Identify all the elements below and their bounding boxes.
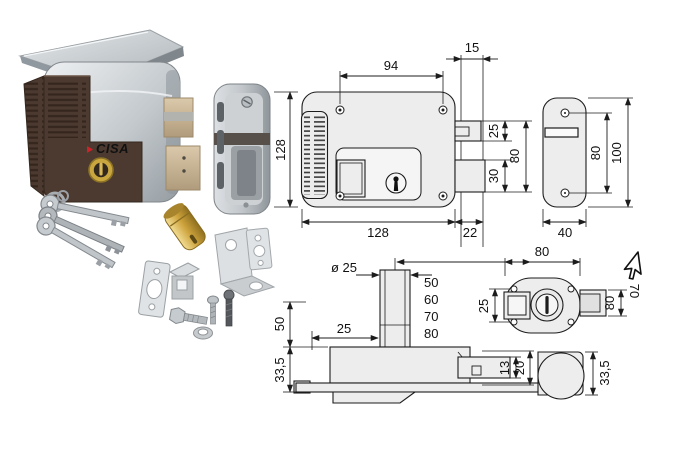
screw-holes [335,105,448,201]
dim-front-latch-span: 80 [507,120,529,193]
strike-box-photo [213,83,271,215]
dim-strike-width: 40 [542,209,587,240]
dim-plate-cam-height: 33,5 [585,351,612,396]
svg-text:50: 50 [424,275,438,290]
svg-text:25: 25 [476,299,491,313]
cross-section-drawing: ø 25 50 60 70 80 25 50 33,5 [272,258,544,404]
svg-text:128: 128 [273,139,288,161]
brand-logo-mark [87,146,93,153]
dim-front-deadbolt-height: 30 [486,159,508,193]
dim-strike-hole-spacing: 80 [569,112,612,194]
keys-photo [36,190,130,270]
accessory-screw [207,295,219,325]
brand-logo-text: CISA [96,141,129,156]
svg-text:80: 80 [507,149,522,163]
cam-profile-drawing: 33,5 [537,351,612,400]
latch-bolt-photo [163,97,201,191]
dim-front-gap: 22 [454,219,484,240]
dim-section-cylinder-backset: 25 [311,321,379,350]
svg-text:128: 128 [367,225,389,240]
accessory-small-plate [245,227,273,271]
svg-text:33,5: 33,5 [272,357,287,382]
outside-plate-drawing: 80 25 80 70 33,5 [476,244,642,400]
dim-plate-hole-spacing: 25 [476,288,510,323]
svg-text:33,5: 33,5 [597,360,612,385]
dim-section-lower-depth: 33,5 [272,346,296,393]
dim-plate-depth: 70 [627,284,642,298]
svg-text:30: 30 [486,169,501,183]
keyhole-symbol [385,172,407,194]
svg-text:80: 80 [588,146,603,160]
strike-plate-drawing: 80 100 40 [542,97,633,240]
dim-front-jamb-offset: 15 [446,40,498,62]
accessory-washer [193,326,213,340]
cursor-arrow-icon [623,251,642,280]
svg-text:40: 40 [558,225,572,240]
svg-text:70: 70 [627,284,642,298]
dim-plate-width: 80 [504,244,581,276]
dim-section-bolt-thickness: 13 [497,356,521,379]
svg-text:80: 80 [602,296,617,310]
dim-front-body-height: 128 [273,91,298,208]
dim-strike-height: 100 [588,97,633,208]
brand-logo: CISA [87,141,129,156]
svg-text:15: 15 [465,40,479,55]
svg-text:25: 25 [337,321,351,336]
dim-front-body-width: 128 [301,209,456,240]
svg-text:80: 80 [535,244,549,259]
dim-section-bolt-height: 20 [482,350,534,386]
accessory-hex-bolt [168,307,208,325]
dim-section-cylinder-lengths: 50 60 70 80 [396,259,531,341]
svg-text:13: 13 [497,361,512,375]
accessory-strike-plate [138,260,171,318]
dim-section-cylinder-diameter: ø 25 [331,260,432,278]
svg-text:20: 20 [512,361,527,375]
svg-text:ø 25: ø 25 [331,260,357,275]
accessory-dark-bolt [223,289,235,327]
lock-cover-photo [23,75,143,203]
svg-text:25: 25 [486,124,501,138]
cylinder-photo [163,203,206,251]
plate-screw-holes [510,285,575,326]
dim-section-upper-depth: 50 [272,301,328,348]
svg-text:50: 50 [272,317,287,331]
front-view-drawing: 94 15 128 25 30 [273,40,532,247]
svg-text:94: 94 [384,58,398,73]
svg-text:70: 70 [424,309,438,324]
dim-front-hole-spacing: 94 [339,58,444,104]
svg-text:100: 100 [609,142,624,164]
accessory-l-bracket [214,227,276,297]
svg-text:80: 80 [424,326,438,341]
accessory-clip [168,262,201,300]
dim-front-latch-height: 25 [486,120,508,142]
accessories-photo [138,227,276,340]
dim-plate-bolt-height: 80 [602,289,627,317]
product-photo: CISA [18,29,276,340]
svg-text:60: 60 [424,292,438,307]
svg-text:22: 22 [463,225,477,240]
lock-keyhole-photo [88,157,114,183]
